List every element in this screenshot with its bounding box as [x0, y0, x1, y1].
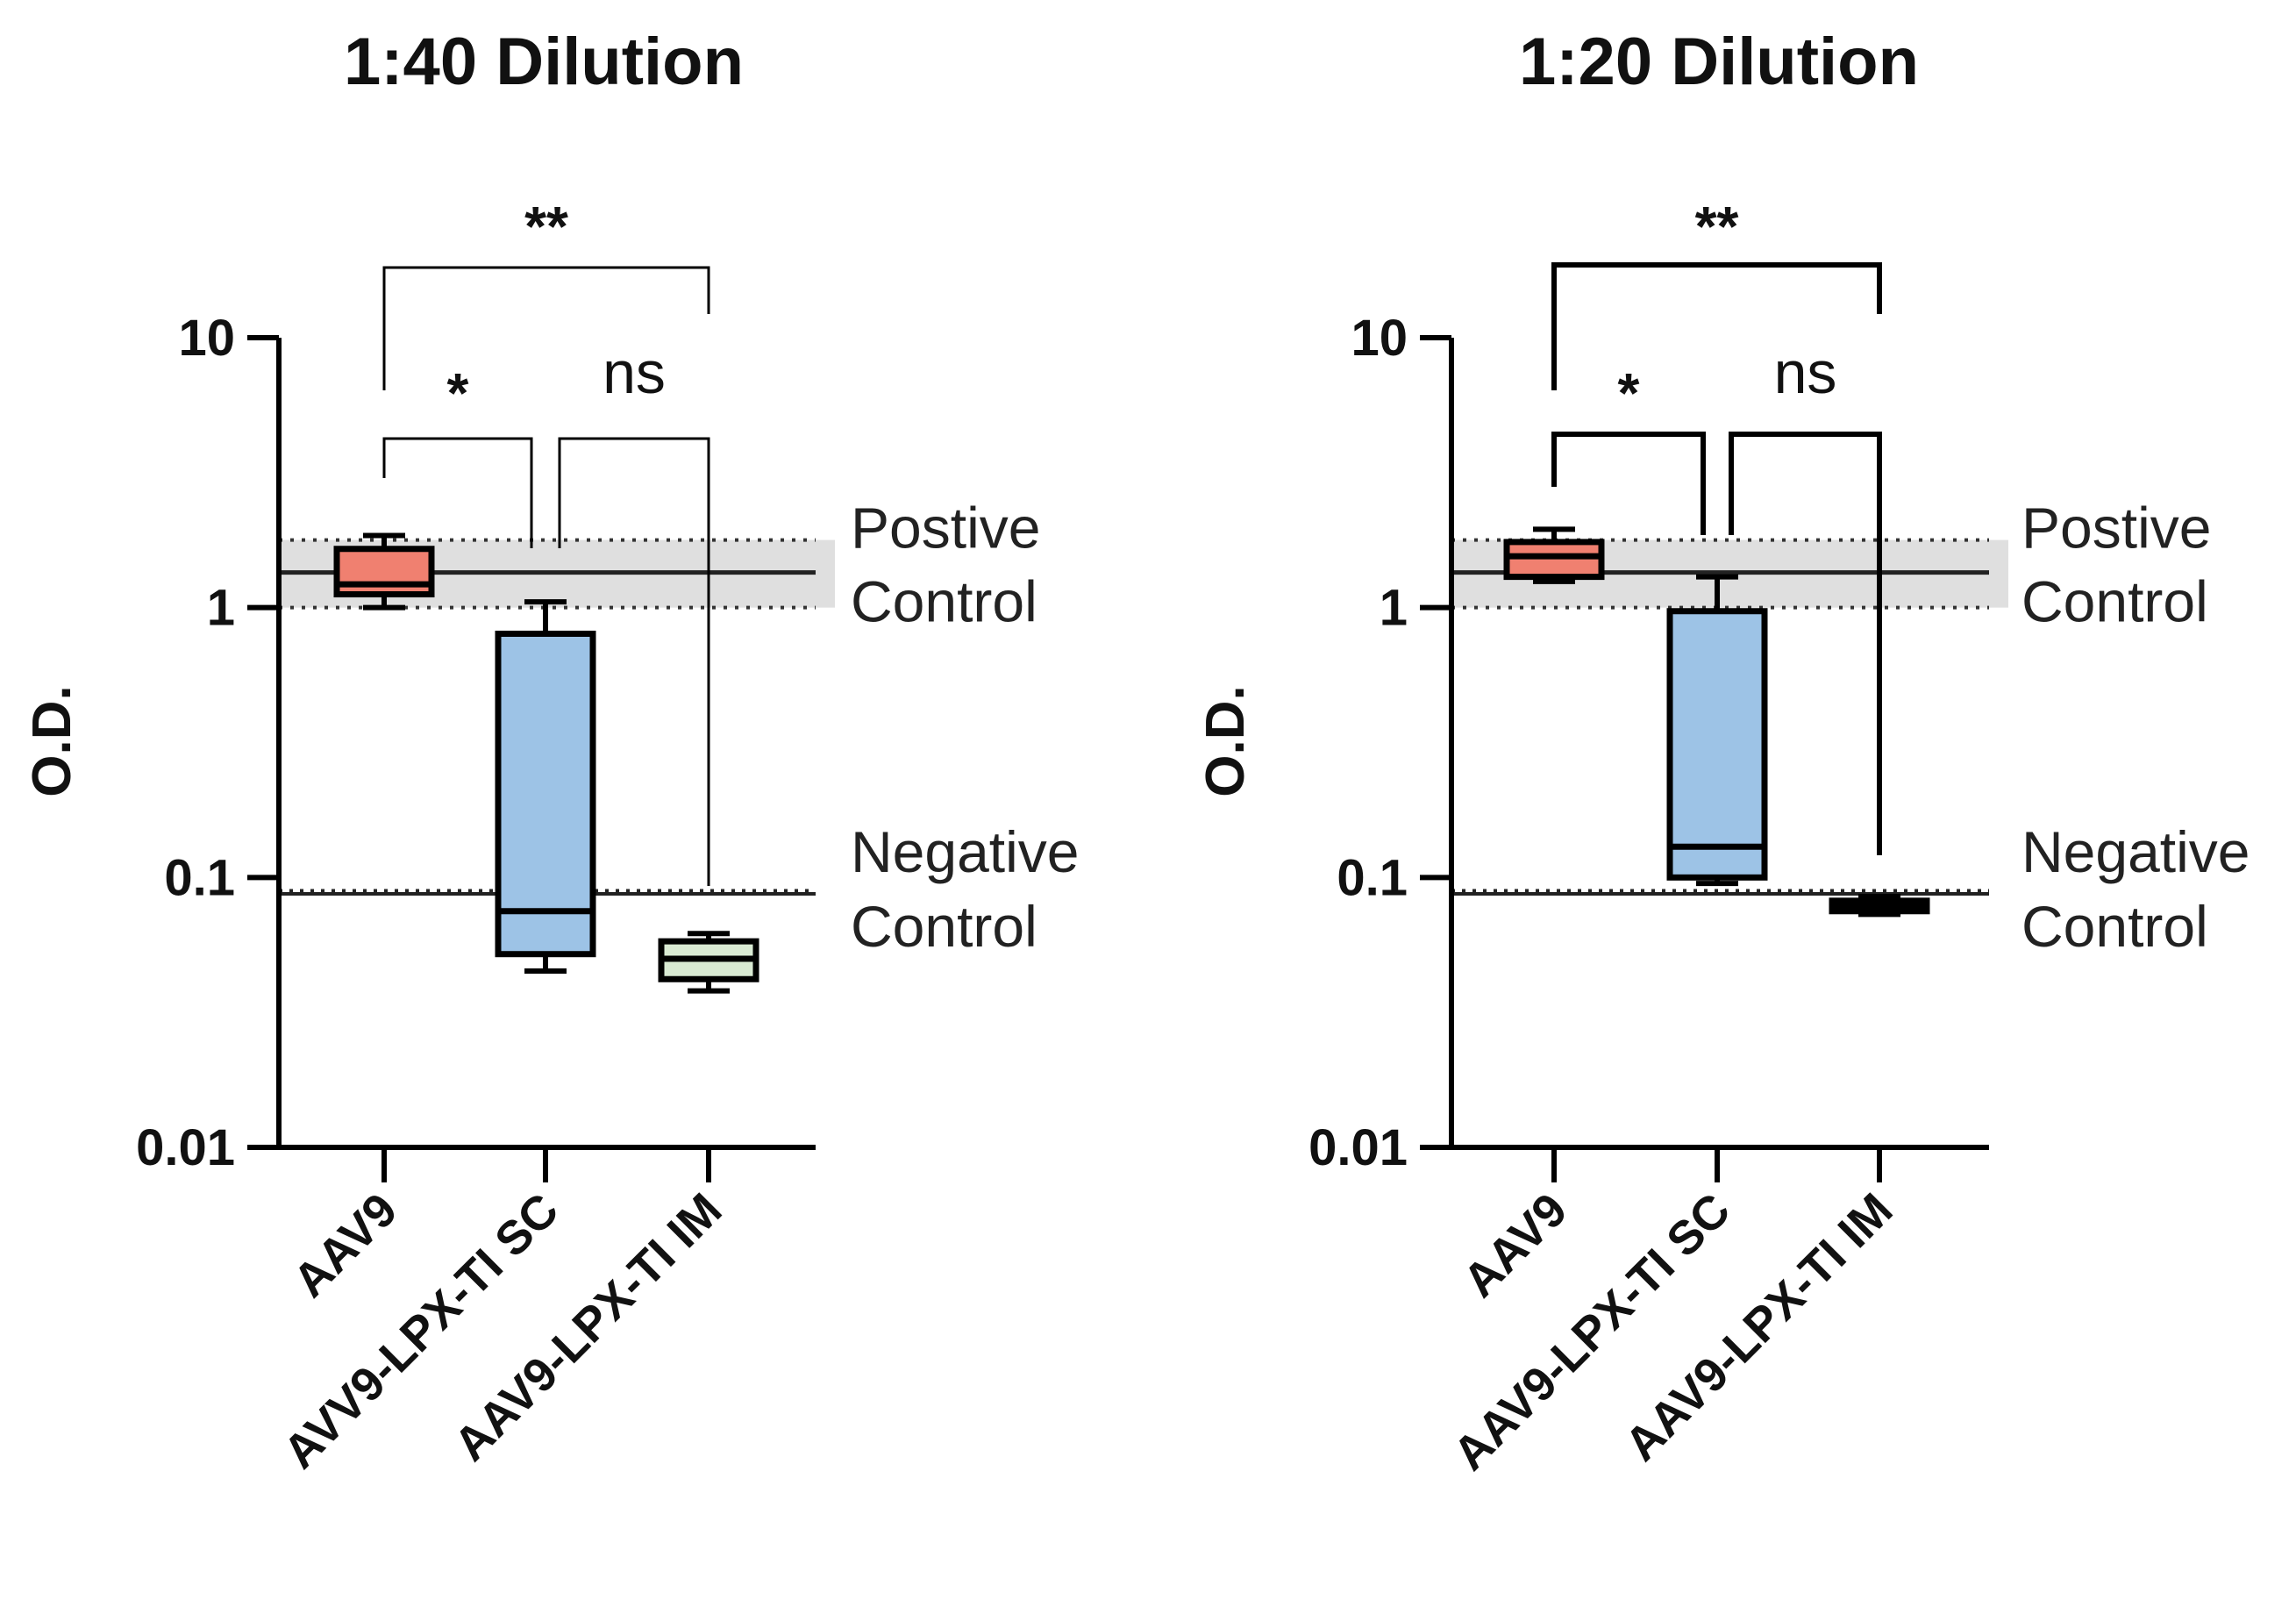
x-tick-label: AAV9: [283, 1183, 407, 1307]
plot-area: PostiveControlNegativeControl1010.10.01A…: [136, 195, 1079, 1479]
x-tick-label: AAV9-LPX-TI SC: [1444, 1183, 1741, 1481]
significance-label: ns: [1774, 339, 1837, 406]
y-tick-label: 10: [1351, 310, 1408, 367]
panel-1-20-dilution: 1:20 Dilution O.D. PostiveControlNegativ…: [1195, 25, 2250, 1481]
box: [1503, 539, 1605, 581]
significance-bracket: [1729, 432, 1882, 855]
positive-control-label: Control: [2021, 569, 2208, 634]
significance-bracket: [1551, 432, 1706, 535]
significance-label: *: [1618, 361, 1640, 425]
positive-control-label: Postive: [2021, 496, 2211, 561]
significance-label: ns: [603, 339, 666, 406]
y-axis-label: O.D.: [22, 685, 82, 796]
y-tick-label: 0.01: [1308, 1119, 1408, 1176]
y-tick-label: 1: [1380, 580, 1408, 637]
negative-control-label: Control: [2021, 894, 2208, 959]
positive-control-label: Control: [851, 569, 1037, 634]
x-tick-label: AAV9: [1453, 1183, 1577, 1307]
negative-control-label: Control: [851, 894, 1037, 959]
panel-1-40-dilution: 1:40 Dilution O.D. PostiveControlNegativ…: [22, 25, 1080, 1479]
chart-title: 1:40 Dilution: [344, 25, 744, 99]
y-tick-label: 0.01: [136, 1119, 235, 1176]
positive-control-label: Postive: [851, 496, 1040, 561]
y-tick-label: 1: [207, 580, 235, 637]
negative-control-label: Negative: [851, 819, 1080, 884]
significance-label: **: [1695, 195, 1739, 258]
box: [1666, 608, 1768, 881]
box: [495, 630, 596, 958]
x-tick-label: AAV9-LPX-TI IM: [1615, 1183, 1902, 1471]
significance-label: *: [447, 361, 469, 425]
x-tick-label: AVV9-LPX-TI SC: [274, 1183, 569, 1479]
significance-bracket: [382, 437, 533, 548]
y-tick-label: 10: [178, 310, 235, 367]
significance-bracket: [382, 266, 710, 390]
plot-area: PostiveControlNegativeControl1010.10.01A…: [1308, 195, 2250, 1481]
y-tick-label: 0.1: [164, 849, 235, 906]
y-tick-label: 0.1: [1337, 849, 1408, 906]
y-axis-label: O.D.: [1195, 685, 1256, 796]
box: [333, 546, 435, 598]
significance-bracket: [558, 437, 710, 886]
chart-title: 1:20 Dilution: [1519, 25, 1919, 99]
negative-control-label: Negative: [2021, 819, 2250, 884]
significance-label: **: [524, 195, 568, 258]
significance-bracket: [1551, 262, 1882, 390]
